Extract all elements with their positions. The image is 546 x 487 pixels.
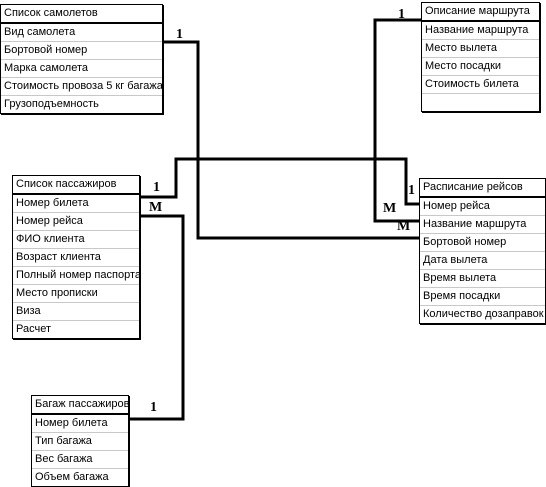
entity-flight-schedule[interactable]: Расписание рейсов Номер рейса Название м… <box>419 178 546 324</box>
field-landing-time[interactable]: Время посадки <box>420 288 545 306</box>
field-ticket-price[interactable]: Стоимость билета <box>422 76 539 94</box>
field-baggage-weight[interactable]: Вес багажа <box>32 451 128 469</box>
field-passport-number[interactable]: Полный номер паспорта <box>13 267 139 285</box>
entity-title: Список самолетов <box>1 5 162 24</box>
field-landing-place[interactable]: Место посадки <box>422 58 539 76</box>
entity-title: Багаж пассажиров <box>32 396 128 415</box>
link-passengers-schedule <box>138 157 421 206</box>
field-ticket-number[interactable]: Номер билета <box>13 195 139 213</box>
cardinality-baggage-one: 1 <box>150 400 157 415</box>
cardinality-route-one: 1 <box>398 7 405 22</box>
entity-title: Расписание рейсов <box>420 179 545 198</box>
cardinality-schedule-many-board: M <box>397 219 411 234</box>
entity-passenger-baggage[interactable]: Багаж пассажиров Номер билета Тип багажа… <box>31 395 129 487</box>
field-payment[interactable]: Расчет <box>16 323 51 335</box>
field-flight-number[interactable]: Номер рейса <box>420 198 545 216</box>
entity-route-description[interactable]: Описание маршрута Название маршрута Мест… <box>421 2 540 112</box>
field-aircraft-model[interactable]: Марка самолета <box>1 60 162 78</box>
link-aircraft-schedule <box>161 40 421 240</box>
field-client-name[interactable]: ФИО клиента <box>13 231 139 249</box>
entity-passenger-list[interactable]: Список пассажиров Номер билета Номер рей… <box>12 175 140 339</box>
field-baggage-type[interactable]: Тип багажа <box>32 433 128 451</box>
cardinality-passengers-one: 1 <box>153 180 160 195</box>
cardinality-passengers-many: M <box>149 200 163 215</box>
field-registration-place[interactable]: Место прописки <box>13 285 139 303</box>
field-refuel-count[interactable]: Количество дозаправок <box>423 308 544 320</box>
link-passengers-baggage <box>126 214 185 421</box>
field-client-age[interactable]: Возраст клиента <box>13 249 139 267</box>
field-baggage-volume[interactable]: Объем багажа <box>35 471 109 483</box>
field-capacity[interactable]: Грузоподъемность <box>4 98 99 110</box>
field-departure-place[interactable]: Место вылета <box>422 40 539 58</box>
field-aircraft-type[interactable]: Вид самолета <box>1 24 162 42</box>
field-baggage-cost[interactable]: Стоимость провоза 5 кг багажа <box>1 78 162 96</box>
field-visa[interactable]: Виза <box>13 303 139 321</box>
field-board-number[interactable]: Бортовой номер <box>1 42 162 60</box>
entity-aircraft-list[interactable]: Список самолетов Вид самолета Бортовой н… <box>0 4 163 114</box>
field-flight-number[interactable]: Номер рейса <box>13 213 139 231</box>
field-empty-row <box>422 94 539 111</box>
field-route-name[interactable]: Название маршрута <box>422 22 539 40</box>
field-board-number[interactable]: Бортовой номер <box>420 234 545 252</box>
cardinality-aircraft-one: 1 <box>176 27 183 42</box>
cardinality-schedule-many-route: M <box>383 201 397 216</box>
link-route-schedule <box>373 18 423 223</box>
entity-title: Описание маршрута <box>422 3 539 22</box>
cardinality-schedule-one: 1 <box>408 183 415 198</box>
field-departure-date[interactable]: Дата вылета <box>420 252 545 270</box>
entity-title: Список пассажиров <box>13 176 139 195</box>
field-route-name[interactable]: Название маршрута <box>420 216 545 234</box>
field-ticket-number[interactable]: Номер билета <box>32 415 128 433</box>
field-departure-time[interactable]: Время вылета <box>420 270 545 288</box>
